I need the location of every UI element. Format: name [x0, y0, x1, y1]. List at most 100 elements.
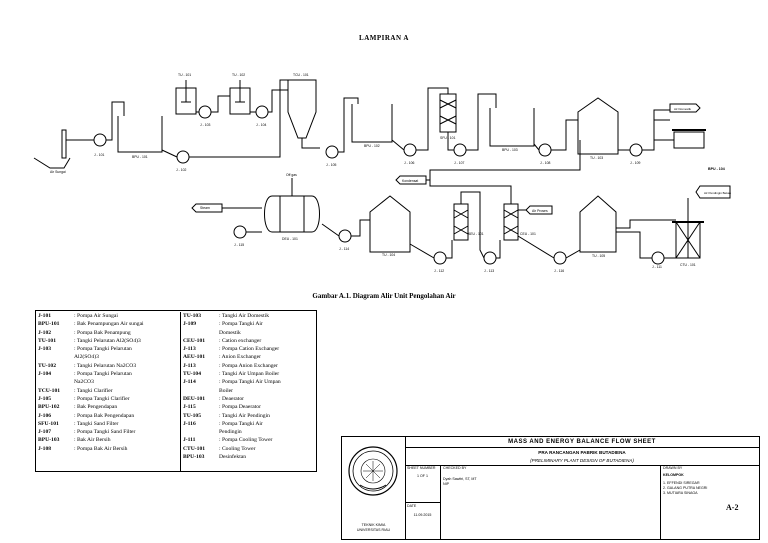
legend-description: : Bak Pengendapan	[74, 404, 118, 411]
institution-text: TEKNIK KIMIA UNIVERSITAS RIAU	[356, 523, 391, 532]
pump-j109	[629, 143, 643, 157]
legend-code	[183, 329, 219, 337]
process-flow-diagram: Air Sungai J - 101 BPU - 101 J - 102 TU …	[33, 73, 732, 273]
checked-by-cell: CHECKED BY Dyah Sawitri, ST, MT NIP	[441, 465, 661, 539]
legend-code: J-114	[183, 379, 196, 386]
label-bpu101: BPU - 101	[132, 155, 148, 159]
label-j116: J - 116	[554, 269, 564, 273]
label-kondensat: Kondensat	[402, 179, 418, 183]
legend-row: TU-104 : Tangki Air Umpan Boiler	[183, 370, 316, 378]
legend-code: J-101	[38, 313, 52, 319]
legend-row: Na2CO3	[38, 378, 178, 386]
legend-code	[38, 378, 74, 386]
sheet-number-cell: SHEET NUMBER 1 OF 1	[405, 465, 441, 503]
legend-row: J-102: Pompa Bak Penampung	[38, 329, 178, 337]
legend-description: : Tangki Pelarutan Na2CO3	[74, 362, 137, 369]
legend-row: J-111: Pompa Cooling Tower	[183, 436, 316, 444]
legend-row: TCU-101: Tangki Clarifier	[38, 387, 178, 395]
air-domestik-arrow	[669, 103, 701, 113]
legend-code: TU-103	[183, 313, 202, 319]
label-j106: J - 106	[404, 161, 414, 165]
project-title: PRA RANCANGAN PABRIK BUTADIENA (PRELIMIN…	[405, 448, 759, 466]
legend-code: BPU-103	[183, 454, 205, 461]
sand-filter-sfu101	[439, 93, 457, 133]
legend-code: J-113	[183, 346, 196, 353]
legend-description: : Pompa Bak Penampung	[74, 329, 131, 336]
label-j102: J - 102	[176, 168, 186, 172]
legend-code: CEU-101	[183, 337, 206, 344]
river-intake	[33, 157, 71, 169]
legend-row: J-113 : Pompa Anion Exchanger	[183, 362, 316, 370]
legend-description: : Pompa Tangki Clarifier	[74, 395, 130, 402]
legend-code	[38, 353, 74, 361]
legend-code: AEU-101	[183, 354, 206, 361]
label-j112: J - 112	[434, 269, 444, 273]
title-block: TEKNIK KIMIA UNIVERSITAS RIAU MASS AND E…	[341, 436, 760, 540]
legend-code: BPU-102	[38, 404, 60, 411]
legend-code: J-116	[183, 420, 196, 427]
legend-row: J-106: Pompa Bak Pengendapan	[38, 412, 178, 420]
legend-row: Boiler	[183, 387, 316, 395]
legend-description: : Pompa Tangki Air	[219, 420, 263, 427]
legend-row: TU-105: Tangki Air Pendingin	[183, 412, 316, 420]
pump-j114	[338, 229, 352, 243]
label-j115: J - 115	[234, 243, 244, 247]
label-j113: J - 113	[484, 269, 494, 273]
label-bpu103: BPU - 103	[502, 148, 518, 152]
legend-row: J-113 : Pompa Cation Exchanger	[183, 345, 316, 353]
legend-description: : Pompa Tangki Air Umpan	[219, 379, 281, 386]
air-proses-arrow	[525, 205, 553, 215]
pump-j106	[403, 143, 417, 157]
pump-j105	[325, 145, 339, 159]
pump-j104	[255, 105, 269, 119]
legend-description: : Pompa Tangki Sand Filter	[74, 429, 136, 436]
label-tu105: TU - 105	[592, 254, 605, 258]
legend-row: BPU-103: Bak Air Bersih	[38, 436, 178, 444]
cation-exchanger-ceu101	[503, 203, 519, 241]
legend-description: : Pompa Cation Exchanger	[219, 346, 280, 353]
label-j111: J - 111	[652, 265, 662, 269]
label-tu104: TU - 104	[382, 253, 395, 257]
legend-row: TU-103: Tangki Air Domestik	[183, 312, 316, 320]
legend-description: : Pompa Bak Air Bersih	[74, 445, 128, 452]
legend-code: SFU-101	[38, 420, 59, 427]
title-block-main: MASS AND ENERGY BALANCE FLOW SHEET PRA R…	[405, 437, 759, 539]
legend-description: Na2CO3	[74, 379, 94, 386]
pump-j101	[93, 133, 107, 147]
legend-row: Pendingin	[183, 428, 316, 436]
legend-code: J-109	[183, 321, 197, 328]
legend-code: J-115	[183, 404, 196, 411]
label-air-proses: Air Proses	[532, 209, 548, 213]
university-logo	[348, 446, 398, 496]
label-tcu101: TCU - 101	[293, 73, 309, 77]
legend-code: TU-104	[183, 371, 202, 378]
label-j109: J - 109	[630, 161, 640, 165]
label-j103: J - 103	[200, 123, 210, 127]
label-sfu101: SFU - 101	[440, 136, 456, 140]
title-block-grid: SHEET NUMBER 1 OF 1 DATE 11.09.2015 CHEC…	[405, 465, 759, 539]
legend-code: J-113	[183, 362, 196, 369]
legend-row: J-115: Pompa Deaerator	[183, 403, 316, 411]
tank-tu104	[369, 195, 411, 253]
legend-row: J-104: Pompa Tangki Pelarutan	[38, 370, 178, 378]
legend-row: CEU-101: Cation exchanger	[183, 337, 316, 345]
label-bpu102: BPU - 102	[364, 144, 380, 148]
label-j101: J - 101	[94, 153, 104, 157]
date-cell: DATE 11.09.2015	[405, 503, 441, 539]
tank-bpu103	[489, 108, 535, 147]
legend-row: AEU-101: Anion Exchanger	[183, 353, 316, 361]
legend-description: : Pompa Anion Exchanger	[219, 362, 278, 369]
drawn-by-cell: DRAWN BY KELOMPOK 1. EFFENDI SIREGAR 2. …	[663, 466, 708, 495]
legend-description: : Tangki Air Umpan Boiler	[219, 371, 280, 378]
legend-row: J-101: Pompa Air Sungai	[38, 312, 178, 320]
label-tu102: TU - 102	[232, 73, 245, 77]
legend-code: BPU-101	[38, 321, 60, 328]
legend-description: Domestik	[219, 329, 241, 336]
label-j107: J - 107	[454, 161, 464, 165]
tank-bpu102	[351, 104, 393, 143]
legend-row: BPU-102 : Bak Pengendapan	[38, 403, 178, 411]
legend-row: TU-102: Tangki Pelarutan Na2CO3	[38, 362, 178, 370]
steam-arrow	[191, 203, 223, 213]
legend-description: : Bak Penampungan Air sungai	[74, 321, 144, 328]
